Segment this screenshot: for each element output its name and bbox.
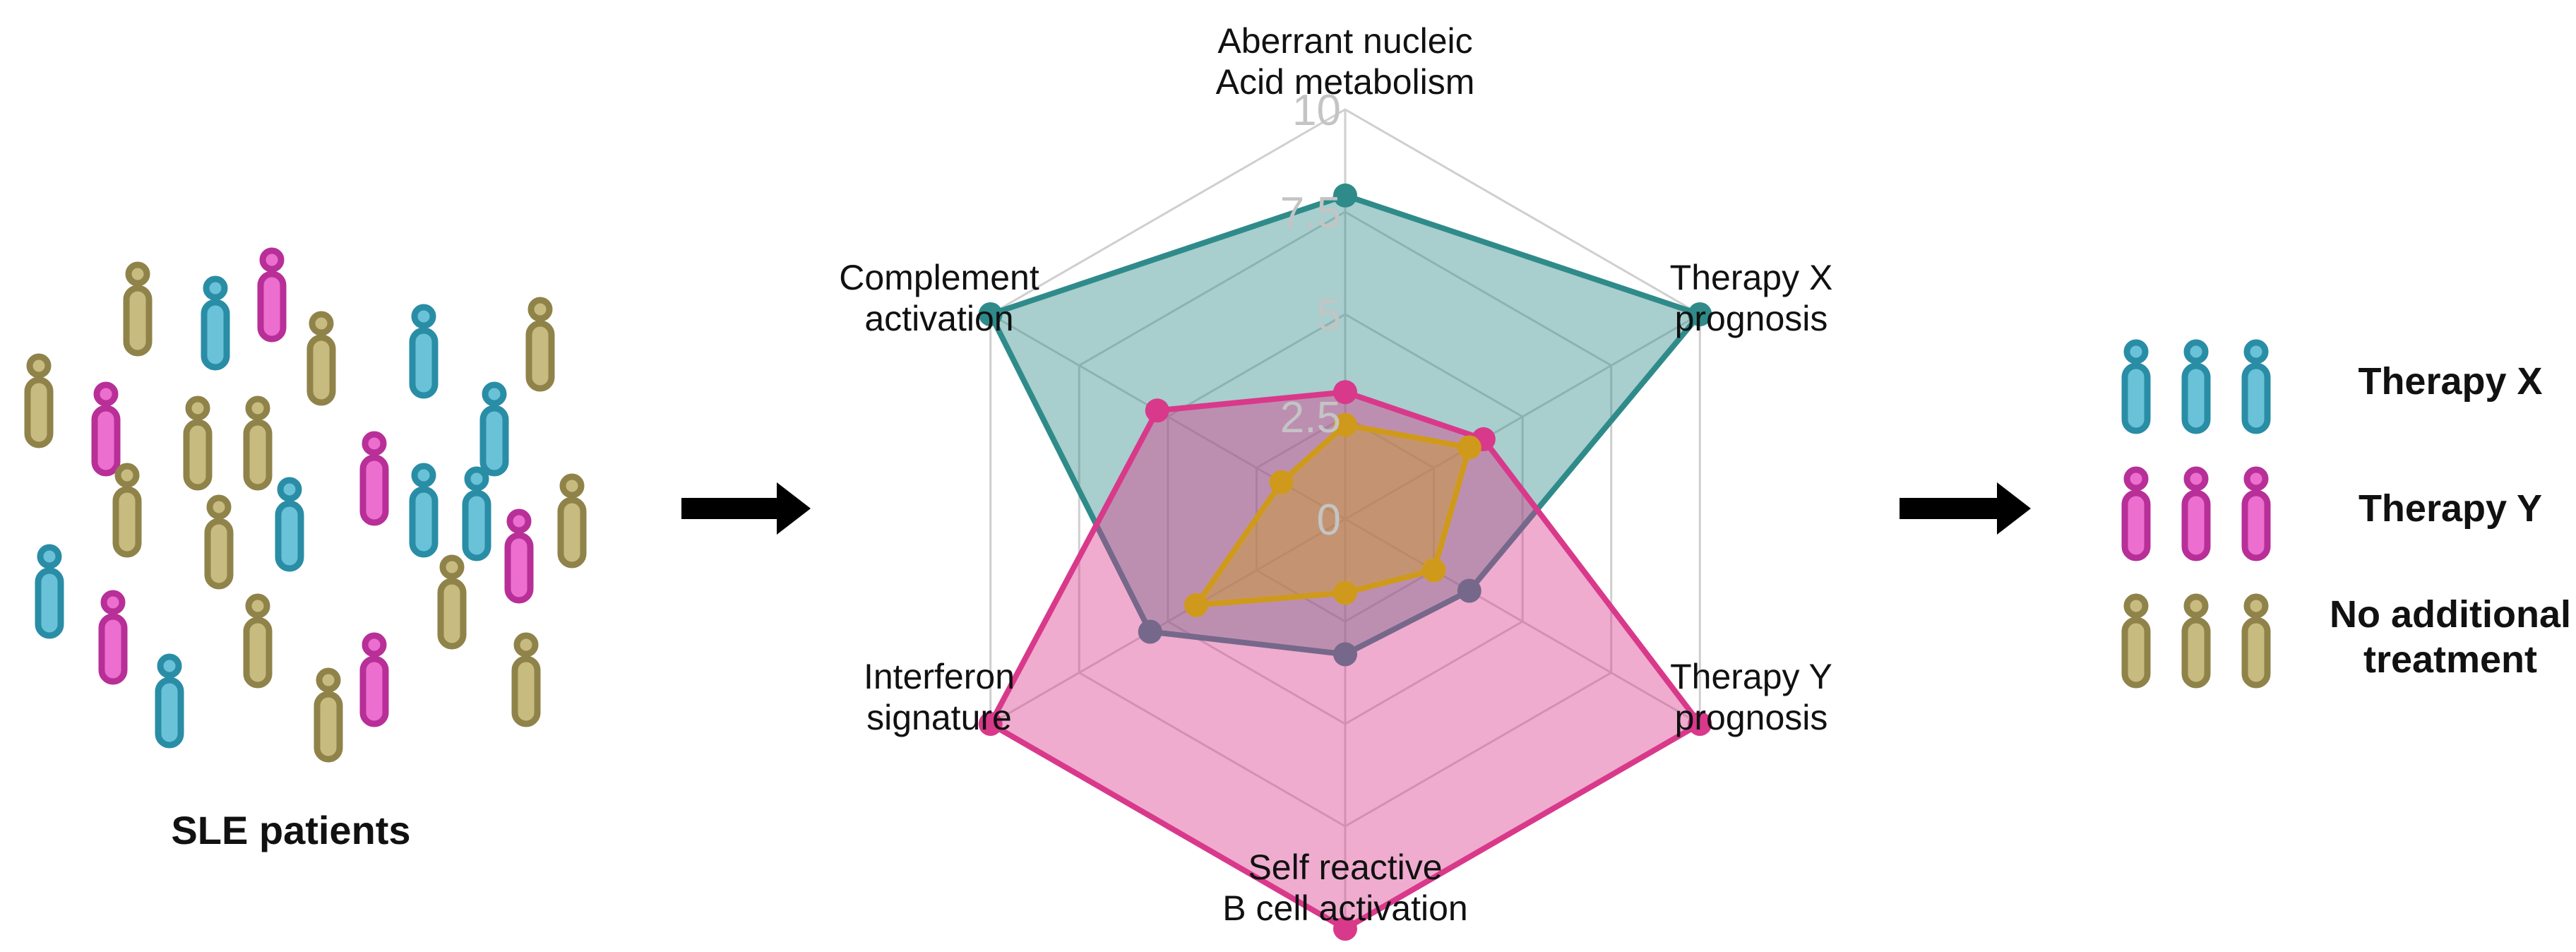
radar-data-point [978,302,1003,326]
legend-label: Therapy X [2358,360,2542,403]
person-figure-icon [409,463,439,558]
person-figure-icon [2241,466,2271,561]
right-arrow-icon [681,482,811,535]
radar-tick-label: 2.5 [1280,393,1341,442]
person-figure-icon [2181,339,2211,434]
sle-patients-caption: SLE patients [171,808,410,852]
person-figure-icon [2181,466,2211,561]
person-figure-icon [35,544,64,639]
person-figure-icon [437,554,467,650]
person-figure-icon [243,395,273,491]
person-figure-icon [98,590,128,685]
person-figure-icon [91,381,121,477]
radar-tick-label: 5 [1317,291,1341,340]
radar-data-point [1269,470,1294,494]
person-figure-icon [204,494,234,590]
person-figure-icon [275,477,304,572]
legend-item: Therapy Y [2121,466,2542,561]
person-figure-icon [183,395,213,491]
radar-data-point [1421,558,1446,583]
person-figure-icon [314,667,343,763]
person-figure-icon [2121,593,2151,689]
radar-series [1184,412,1481,617]
radar-spoke [989,518,1346,725]
legend-item: Therapy X [2121,339,2543,434]
person-figure-icon [462,466,491,561]
radar-tick-label: 7.5 [1280,189,1341,237]
radar-spoke [1344,313,1701,520]
person-figure-icon [112,463,142,558]
legend-label: Therapy Y [2359,487,2542,530]
person-figure-icon [155,653,184,749]
person-figure-icon [557,473,587,569]
radar-data-point [1184,593,1209,617]
person-figure-icon [201,275,230,371]
person-figure-icon [2241,339,2271,434]
radar-spoke [1344,518,1701,725]
radar-data-point [1333,380,1357,405]
radar-data-point [1333,412,1357,437]
person-figure-icon [2121,339,2151,434]
radar-data-point [1138,619,1162,644]
radar-data-point [1688,302,1712,326]
person-figure-icon [359,431,389,526]
person-figure-icon [243,593,273,689]
person-figure-icon [2181,593,2211,689]
person-figure-icon [2241,593,2271,689]
radar-data-point [1333,183,1357,208]
sle-patient-crowd [24,247,587,763]
person-figure-icon [123,261,153,357]
radar-data-point [978,712,1003,736]
person-figure-icon [409,304,439,399]
person-figure-icon [2121,466,2151,561]
radar-data-point [1333,581,1357,605]
radar-data-point [1333,917,1357,941]
radar-data-point [1333,642,1357,667]
right-arrow-icon [1900,482,2031,535]
radar-tick-labels: 0 2.5 5 7.5 10 [1280,86,1341,545]
radar-data-point [1457,435,1481,460]
radar-tick-label: 0 [1317,496,1341,545]
radar-tick-label: 10 [1292,86,1341,135]
radar-data-point [1457,578,1481,603]
person-figure-icon [511,632,541,727]
person-figure-icon [306,311,336,406]
radar-data-point [1688,712,1712,736]
person-figure-icon [525,297,555,392]
person-figure-icon [479,381,509,477]
person-figure-icon [504,508,534,604]
person-figure-icon [24,353,54,448]
person-figure-icon [257,247,287,343]
person-figure-icon [359,632,389,727]
radar-series-layer [978,183,1712,941]
radar-data-point [1145,398,1169,423]
radar-series [978,380,1712,941]
